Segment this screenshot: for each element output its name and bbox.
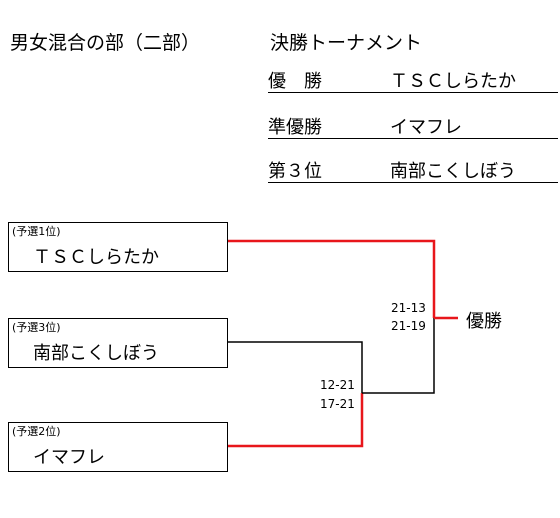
team-seed: (予選2位)	[12, 425, 61, 438]
final-score-1: 21-13	[391, 301, 426, 315]
tournament-title: 決勝トーナメント	[270, 32, 423, 54]
team-box-3: (予選2位) イマフレ	[8, 422, 228, 472]
team-name: 南部こくしぼう	[33, 343, 159, 364]
bracket-line-team3	[228, 393, 364, 448]
result-team: ＴＳＣしらたか	[390, 71, 516, 92]
champion-label: 優勝	[466, 311, 502, 332]
result-team: 南部こくしぼう	[390, 161, 516, 182]
result-team: イマフレ	[390, 117, 462, 138]
team-seed: (予選1位)	[12, 225, 61, 238]
bracket-line-team1	[228, 239, 436, 318]
result-row-third-place: 第３位 南部こくしぼう	[268, 156, 558, 183]
result-row-champion: 優 勝 ＴＳＣしらたか	[268, 66, 558, 93]
team-box-1: (予選1位) ＴＳＣしらたか	[8, 222, 228, 272]
division-title: 男女混合の部（二部）	[10, 32, 201, 54]
result-label: 第３位	[268, 161, 322, 182]
team-seed: (予選3位)	[12, 321, 61, 334]
final-score-2: 21-19	[391, 319, 426, 333]
semifinal-score-1: 12-21	[320, 378, 355, 392]
bracket-line-team2	[228, 341, 363, 393]
semifinal-score-2: 17-21	[320, 397, 355, 411]
team-box-2: (予選3位) 南部こくしぼう	[8, 318, 228, 368]
team-name: ＴＳＣしらたか	[33, 247, 159, 268]
result-row-runner-up: 準優勝 イマフレ	[268, 112, 558, 139]
result-label: 優 勝	[268, 71, 322, 92]
team-name: イマフレ	[33, 447, 105, 468]
result-label: 準優勝	[268, 117, 322, 138]
bracket-line-semifinal-winner	[362, 318, 435, 394]
